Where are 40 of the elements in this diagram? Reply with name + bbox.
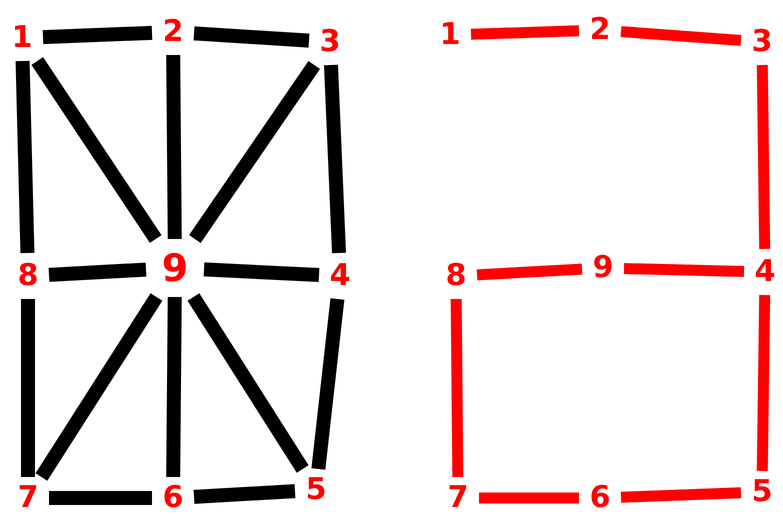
point-number: 2	[162, 17, 184, 47]
display-segment	[756, 294, 770, 472]
display-segment	[620, 487, 742, 503]
point-number: 5	[752, 477, 772, 507]
point-number: 4	[754, 257, 776, 287]
display-segment	[189, 61, 320, 243]
display-segment	[16, 60, 34, 254]
display-segment	[470, 25, 580, 40]
display-segment	[756, 64, 770, 250]
point-number: 9	[592, 253, 614, 283]
point-number: 7	[448, 483, 468, 513]
display-segment	[42, 26, 152, 44]
point-number: 3	[320, 27, 340, 57]
display-segment	[194, 484, 296, 504]
point-number: 1	[440, 20, 460, 50]
display-segment	[624, 263, 744, 277]
display-segment	[31, 57, 162, 243]
point-number: 4	[330, 261, 350, 291]
display-segment	[21, 299, 35, 477]
point-number: 1	[12, 23, 32, 53]
display-segment	[450, 298, 464, 478]
point-number: 2	[590, 15, 610, 45]
display-segment	[194, 26, 310, 48]
display-segment	[36, 293, 162, 481]
display-segment	[476, 264, 582, 280]
point-number: 6	[590, 483, 610, 513]
display-segment	[311, 298, 344, 470]
display-segment	[324, 64, 346, 254]
point-number: 6	[162, 483, 184, 513]
point-number: 5	[306, 475, 326, 505]
point-number: 8	[18, 261, 38, 291]
point-number: 7	[18, 483, 38, 513]
display-segment	[620, 26, 742, 46]
point-number: 3	[752, 27, 772, 57]
point-number: 8	[446, 261, 466, 291]
display-segment	[479, 492, 579, 504]
display-segment	[49, 491, 152, 505]
display-segment	[188, 293, 309, 473]
display-segment	[166, 296, 182, 478]
point-number: 9	[162, 249, 188, 287]
